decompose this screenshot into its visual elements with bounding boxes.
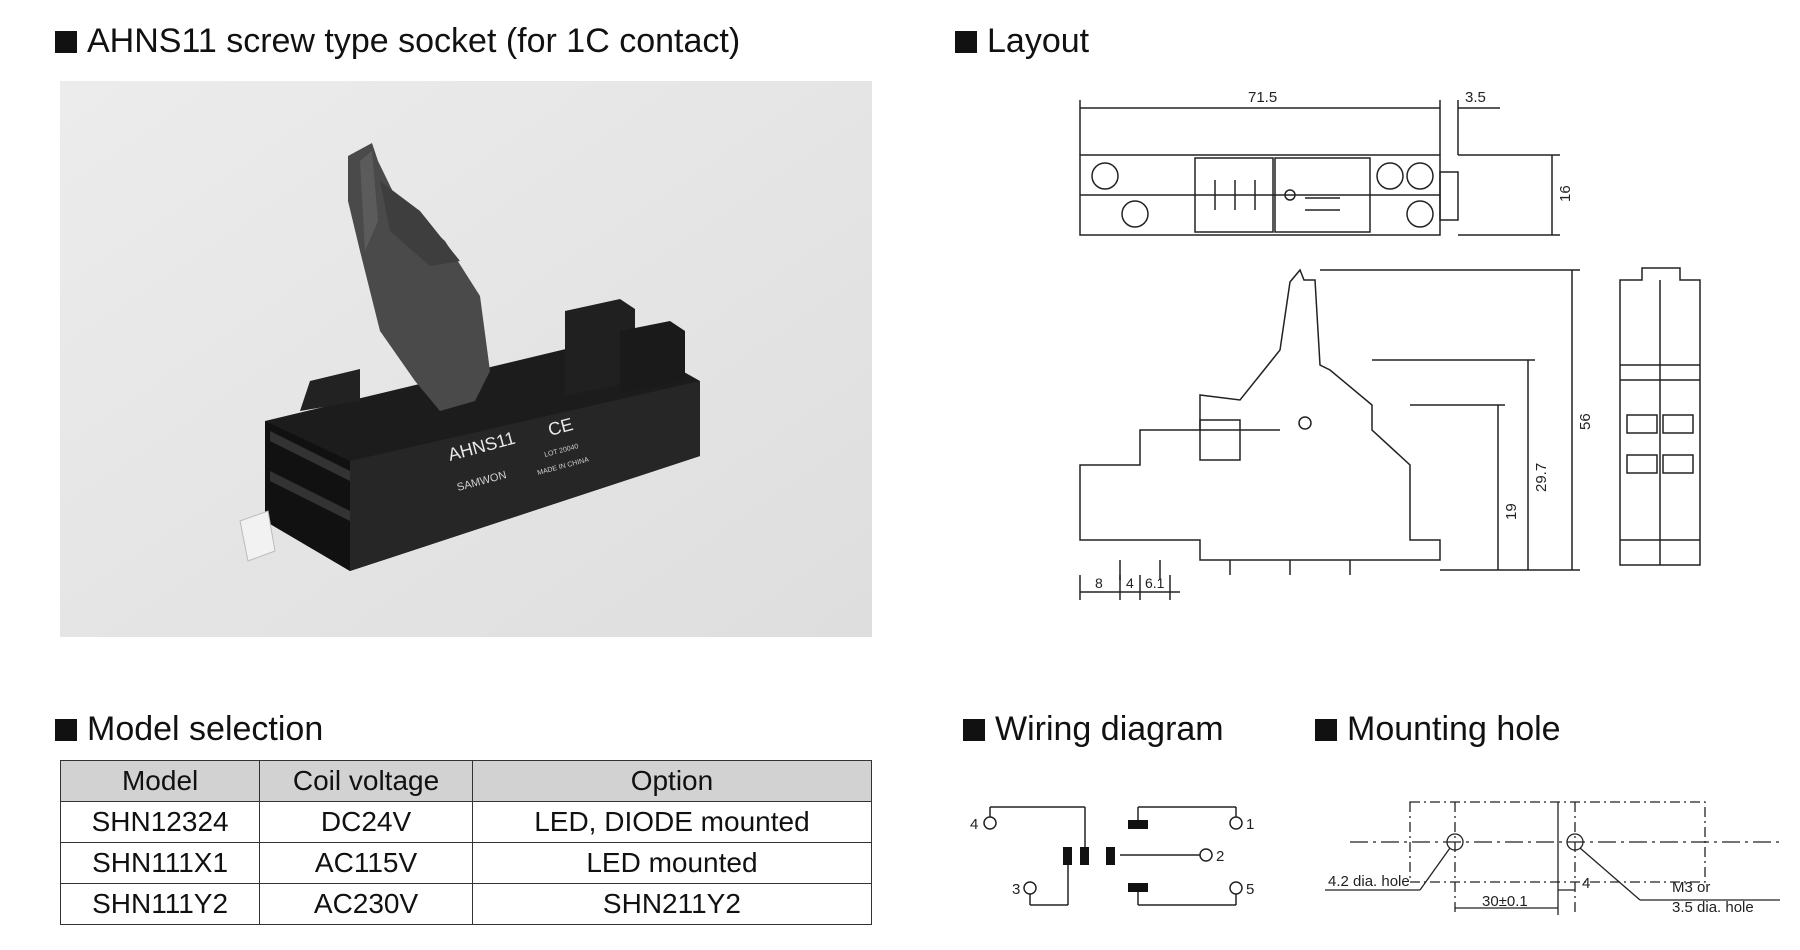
terminal-2-label: 2 (1216, 848, 1224, 865)
mounting-hole-diagram: 4.2 dia. hole 30±0.1 4 M3 or 3.5 dia. ho… (1325, 801, 1780, 916)
cell-option: SHN211Y2 (471, 883, 873, 925)
dim-b3: 6.1 (1145, 575, 1165, 591)
layout-drawing: 71.5 3.5 16 56 29.7 19 8 4 6.1 (1079, 89, 1701, 600)
table-row: SHN12324 DC24V LED, DIODE mounted (59, 801, 873, 843)
table-header-row: Model Coil voltage Option (59, 760, 873, 802)
dim-low: 19 (1503, 503, 1520, 520)
bullet-square-icon (963, 718, 985, 741)
dim-b1: 8 (1095, 575, 1103, 591)
spacing-label: 30±0.1 (1482, 893, 1528, 910)
offset-label: 4 (1582, 875, 1590, 892)
header-option: Option (471, 760, 873, 802)
header-model: Model (59, 760, 261, 802)
socket-illustration: AHNS11 CE SAMWON LOT 20040 MADE IN CHINA (60, 81, 872, 637)
hole-left-label: 4.2 dia. hole (1328, 873, 1410, 890)
bullet-square-icon (1315, 718, 1337, 741)
dim-tab: 3.5 (1465, 89, 1486, 106)
terminal-4-label: 4 (970, 816, 978, 833)
bullet-square-icon (955, 30, 977, 53)
model-heading: Model selection (55, 710, 323, 749)
table-row: SHN111X1 AC115V LED mounted (59, 842, 873, 884)
cell-voltage: DC24V (259, 801, 473, 843)
wiring-title: Wiring diagram (995, 710, 1224, 748)
hole-right-label-1: M3 or (1672, 879, 1710, 896)
terminal-3-label: 3 (1012, 881, 1020, 898)
model-title: Model selection (87, 710, 324, 748)
cell-model: SHN111X1 (59, 842, 261, 884)
cell-voltage: AC115V (259, 842, 473, 884)
dim-height: 56 (1577, 413, 1594, 430)
dim-width: 71.5 (1248, 89, 1277, 106)
terminal-1-label: 1 (1246, 816, 1254, 833)
cell-model: SHN12324 (59, 801, 261, 843)
bullet-square-icon (55, 30, 77, 53)
table-row: SHN111Y2 AC230V SHN211Y2 (59, 883, 873, 925)
mounting-title: Mounting hole (1347, 710, 1561, 748)
dim-b2: 4 (1126, 575, 1134, 591)
cell-model: SHN111Y2 (59, 883, 261, 925)
header-coil-voltage: Coil voltage (259, 760, 473, 802)
terminal-5-label: 5 (1246, 881, 1254, 898)
dim-mid: 29.7 (1533, 463, 1550, 492)
wiring-diagram: 4 1 2 3 5 (970, 806, 1254, 906)
layout-heading: Layout (955, 22, 1089, 61)
model-table: Model Coil voltage Option SHN12324 DC24V… (59, 760, 873, 925)
cell-option: LED mounted (471, 842, 873, 884)
dim-depth: 16 (1557, 185, 1574, 202)
product-heading: AHNS11 screw type socket (for 1C contact… (55, 22, 740, 61)
cell-option: LED, DIODE mounted (471, 801, 873, 843)
cell-voltage: AC230V (259, 883, 473, 925)
mounting-heading: Mounting hole (1315, 710, 1561, 749)
layout-title: Layout (987, 22, 1090, 60)
product-title: AHNS11 screw type socket (for 1C contact… (87, 22, 741, 60)
bullet-square-icon (55, 718, 77, 741)
wiring-heading: Wiring diagram (963, 710, 1224, 749)
hole-right-label-2: 3.5 dia. hole (1672, 899, 1754, 916)
product-photo: AHNS11 CE SAMWON LOT 20040 MADE IN CHINA (60, 81, 872, 637)
